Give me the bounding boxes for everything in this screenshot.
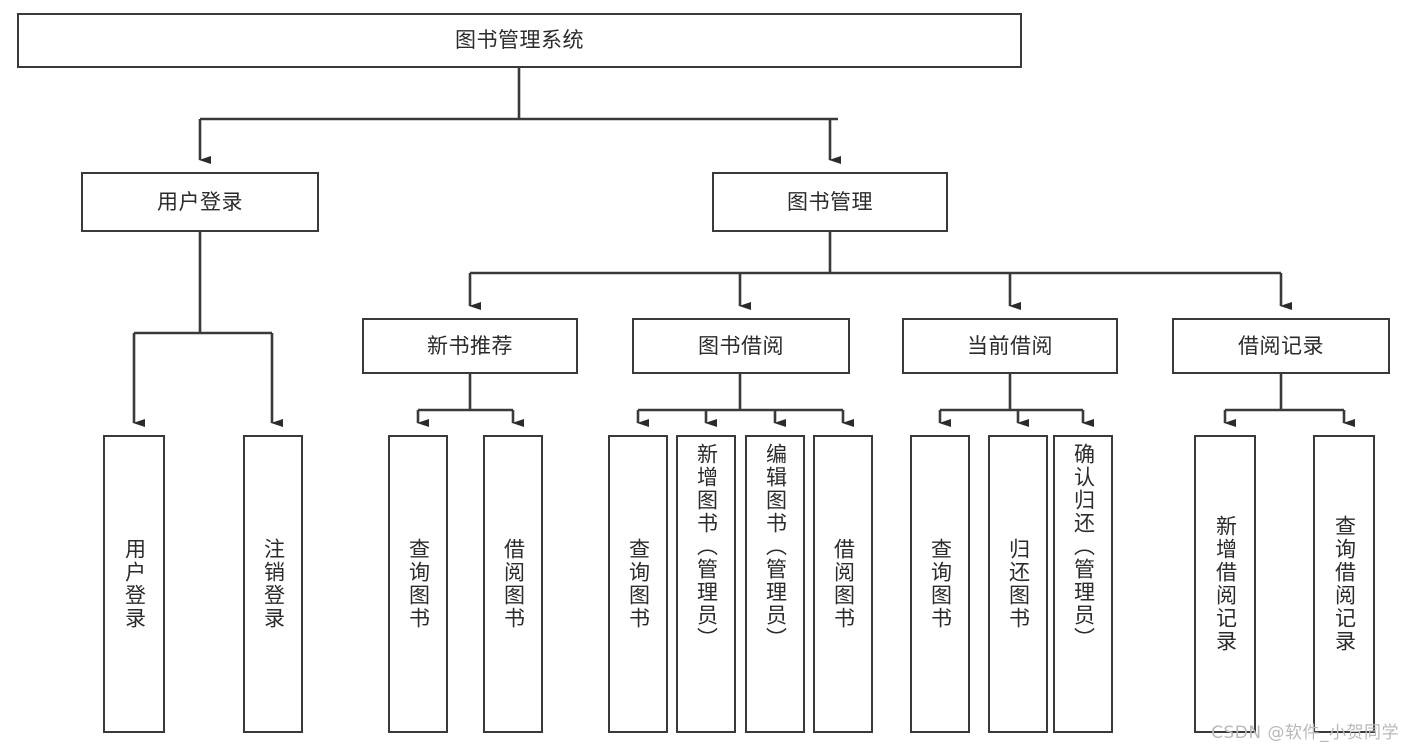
leaf-borrow-books[interactable]: 借阅图书: [813, 435, 873, 733]
leaf-edit-book-admin-label: 编辑图书（管理员）: [763, 443, 788, 650]
leaf-edit-book-admin[interactable]: 编辑图书（管理员）: [745, 435, 805, 733]
leaf-query-books-borrow-label: 查询图书: [626, 538, 651, 630]
node-user-login-label: 用户登录: [157, 189, 243, 214]
leaf-return-books[interactable]: 归还图书: [988, 435, 1048, 733]
node-root[interactable]: 图书管理系统: [17, 13, 1022, 68]
node-current-borrow[interactable]: 当前借阅: [902, 318, 1118, 374]
node-root-label: 图书管理系统: [455, 28, 584, 53]
leaf-confirm-return-admin[interactable]: 确认归还（管理员）: [1053, 435, 1113, 733]
leaf-user-login-label: 用户登录: [122, 538, 147, 630]
node-new-book-recommend-label: 新书推荐: [427, 333, 513, 358]
node-current-borrow-label: 当前借阅: [967, 333, 1053, 358]
leaf-query-books-borrow[interactable]: 查询图书: [608, 435, 668, 733]
leaf-add-book-admin-label: 新增图书（管理员）: [694, 443, 719, 650]
leaf-borrow-books-recommend[interactable]: 借阅图书: [483, 435, 543, 733]
node-user-login[interactable]: 用户登录: [81, 172, 319, 232]
node-book-borrow[interactable]: 图书借阅: [632, 318, 850, 374]
leaf-logout-login[interactable]: 注销登录: [243, 435, 303, 733]
leaf-query-borrow-record-label: 查询借阅记录: [1332, 515, 1357, 653]
node-book-borrow-label: 图书借阅: [698, 333, 784, 358]
leaf-query-books-recommend-label: 查询图书: [406, 538, 431, 630]
leaf-logout-login-label: 注销登录: [261, 538, 286, 630]
leaf-add-book-admin[interactable]: 新增图书（管理员）: [676, 435, 736, 733]
leaf-add-borrow-record[interactable]: 新增借阅记录: [1194, 435, 1256, 733]
leaf-query-borrow-record[interactable]: 查询借阅记录: [1313, 435, 1375, 733]
leaf-borrow-books-recommend-label: 借阅图书: [501, 538, 526, 630]
leaf-borrow-books-label: 借阅图书: [831, 538, 856, 630]
leaf-query-books-recommend[interactable]: 查询图书: [388, 435, 448, 733]
node-borrow-record-label: 借阅记录: [1238, 333, 1324, 358]
leaf-query-books-current-label: 查询图书: [928, 538, 953, 630]
node-book-management[interactable]: 图书管理: [712, 172, 948, 232]
node-new-book-recommend[interactable]: 新书推荐: [362, 318, 578, 374]
leaf-query-books-current[interactable]: 查询图书: [910, 435, 970, 733]
node-borrow-record[interactable]: 借阅记录: [1172, 318, 1390, 374]
node-book-management-label: 图书管理: [787, 189, 873, 214]
leaf-add-borrow-record-label: 新增借阅记录: [1213, 515, 1238, 653]
leaf-return-books-label: 归还图书: [1006, 538, 1031, 630]
leaf-confirm-return-admin-label: 确认归还（管理员）: [1071, 443, 1096, 650]
leaf-user-login[interactable]: 用户登录: [103, 435, 165, 733]
